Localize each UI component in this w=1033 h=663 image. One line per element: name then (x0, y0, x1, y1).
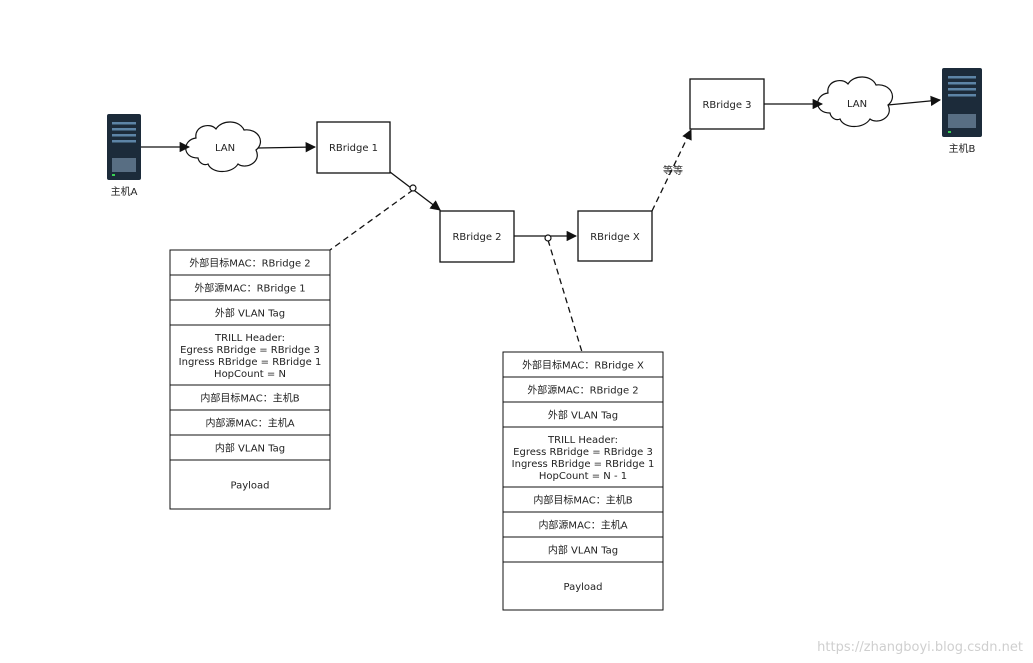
link-lan-hostb (887, 95, 942, 107)
frame-table-2: 外部目标MAC：RBridge X 外部源MAC：RBridge 2 外部 VLAN… (502, 351, 664, 611)
rbridge-3-label: RBridge 3 (702, 100, 751, 111)
frame-field-text: Payload (564, 582, 603, 593)
frame-field-text: 外部目标MAC：RBridge 2 (189, 257, 310, 270)
rbridge-2-label: RBridge 2 (452, 232, 501, 243)
frame-field-text: Egress RBridge = RBridge 3 (513, 447, 653, 458)
rbridge-x: RBridge X (577, 210, 653, 262)
lan-left-label: LAN (215, 143, 235, 154)
link-lan-rb1 (257, 141, 317, 153)
frame-field-row (169, 459, 331, 510)
frame-field-row (169, 384, 331, 411)
frame-field-text: 外部 VLAN Tag (548, 409, 618, 422)
callout-frame2 (547, 239, 583, 353)
frame-table-1: 外部目标MAC：RBridge 2 外部源MAC：RBridge 1 外部 VLAN… (169, 249, 331, 510)
frame-field-text: HopCount = N (214, 369, 286, 380)
lan-cloud-right: LAN (817, 76, 893, 128)
cloud-icon (185, 121, 261, 173)
frame-field-text: 内部目标MAC：主机B (200, 392, 299, 405)
server-icon (107, 114, 141, 180)
frame-field-text: 外部目标MAC：RBridge X (522, 359, 644, 372)
tap-point-1 (409, 184, 417, 192)
host-b: 主机B (942, 68, 982, 155)
frame-field-row (169, 409, 331, 436)
watermark: https://zhangboyi.blog.csdn.net (817, 640, 1023, 655)
server-icon (942, 68, 982, 137)
frame-field-text: Egress RBridge = RBridge 3 (180, 345, 320, 356)
rbridge-2: RBridge 2 (439, 210, 515, 263)
rbridge-3: RBridge 3 (689, 78, 765, 130)
host-a-label: 主机A (111, 185, 138, 198)
frame-field-text: Payload (231, 481, 270, 492)
frame-field-row (169, 299, 331, 326)
frame-field-text: TRILL Header: (547, 435, 618, 446)
host-a: 主机A (107, 114, 141, 198)
tap-point-2 (544, 234, 552, 242)
link-rb1-rb2 (389, 171, 441, 211)
frame-field-row (502, 351, 664, 378)
frame-field-text: 内部源MAC：主机A (538, 519, 627, 532)
frame-field-text: 内部 VLAN Tag (548, 544, 618, 557)
frame-field-text: 外部源MAC：RBridge 2 (527, 384, 638, 397)
frame-field-row (169, 324, 331, 386)
frame-field-row (502, 561, 664, 611)
lan-right-label: LAN (847, 99, 867, 110)
rbridge-x-label: RBridge X (590, 232, 640, 243)
frame-field-text: Ingress RBridge = RBridge 1 (512, 459, 655, 470)
frame-field-text: 内部 VLAN Tag (215, 442, 285, 455)
frame-field-text: Ingress RBridge = RBridge 1 (179, 357, 322, 368)
frame-field-row (169, 274, 331, 301)
frame-field-text: 内部源MAC：主机A (205, 417, 294, 430)
frame-field-row (502, 511, 664, 538)
frame-field-row (169, 249, 331, 276)
frame-field-text: 内部目标MAC：主机B (533, 494, 632, 507)
cloud-icon (817, 76, 893, 128)
etc-label: 等等 (663, 164, 683, 177)
link-rbx-rb3 (651, 129, 692, 212)
frame-field-text: TRILL Header: (214, 333, 285, 344)
lan-cloud-left: LAN (185, 121, 261, 173)
frame-field-row (502, 376, 664, 403)
frame-field-row (502, 486, 664, 513)
host-b-label: 主机B (949, 142, 976, 155)
frame-field-text: HopCount = N - 1 (539, 471, 627, 482)
frame-field-row (502, 426, 664, 488)
callout-frame1 (329, 189, 414, 251)
frame-field-row (502, 401, 664, 428)
rbridge-1: RBridge 1 (316, 121, 391, 174)
frame-field-text: 外部 VLAN Tag (215, 307, 285, 320)
frame-field-text: 外部源MAC：RBridge 1 (194, 282, 305, 295)
rbridge-1-label: RBridge 1 (329, 143, 378, 154)
